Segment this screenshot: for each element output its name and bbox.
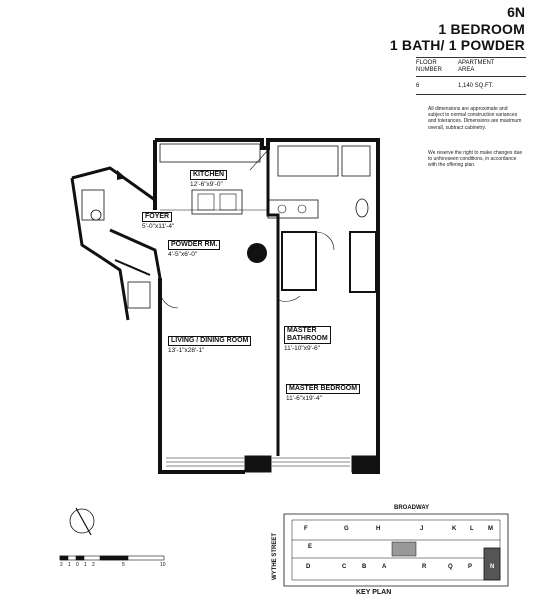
kitchen-sink (219, 193, 237, 211)
kitchen-angle (249, 149, 269, 171)
key-plan-street-top: BROADWAY (394, 505, 430, 511)
dimension-note: All dimensions are approximate and subje… (428, 106, 522, 131)
bath-toilet (355, 198, 369, 218)
key-plan-core (391, 541, 417, 557)
changes-note: We reserve the right to make changes due… (428, 150, 523, 169)
bath-count: 1 BATH/ 1 POWDER (389, 37, 525, 53)
foyer-wall-lower (70, 177, 103, 260)
room-foyer: FOYER 5'-0"x11'-4" (142, 212, 175, 230)
door-swing-entry (159, 289, 179, 309)
scale-bar (59, 555, 165, 561)
partition-wall (266, 140, 280, 300)
windows-living (166, 457, 244, 467)
kitchen-counter (159, 143, 261, 163)
kitchen-cooktop (197, 193, 215, 211)
key-plan (283, 513, 509, 587)
column-east (351, 455, 379, 473)
floor-number-value: 6 (416, 83, 420, 89)
key-plan-highlight (483, 547, 501, 581)
title-block: 6N 1 BEDROOM 1 BATH/ 1 POWDER (390, 4, 525, 53)
bedroom-count: 1 BEDROOM (438, 21, 525, 37)
door-swing-bath (277, 295, 301, 302)
powder-wall (101, 256, 130, 321)
info-rule-bottom (416, 94, 526, 95)
entry-wall (109, 228, 162, 279)
apartment-area-header: APARTMENT AREA 1,140 SQ.FT. (458, 60, 495, 89)
key-plan-unit-mid: E (308, 544, 313, 550)
room-powder: POWDER RM. 4'-5"x6'-0" (168, 240, 221, 259)
apartment-area-value: 1,140 SQ.FT. (458, 83, 494, 89)
closet (127, 281, 151, 309)
floor-number-header: FLOOR NUMBER 6 (416, 60, 443, 89)
closet-bath (281, 231, 317, 291)
info-rule-mid (416, 76, 526, 77)
entry-wall-2 (114, 259, 151, 276)
structural-column (247, 243, 267, 263)
vanity-sink-1 (277, 204, 287, 214)
vanity-sink-2 (297, 204, 307, 214)
powder-toilet (81, 189, 105, 221)
closet-bedroom (349, 231, 377, 293)
column (244, 455, 272, 473)
room-kitchen: KITCHEN 12'-6"x9'-0" (190, 170, 228, 189)
vanity (267, 199, 319, 219)
foyer-wall (71, 166, 156, 202)
entry-arrow (117, 170, 126, 180)
room-living-dining: LIVING / DINING ROOM 13'-1"x28'-1" (168, 336, 252, 355)
bathtub (277, 145, 339, 177)
north-arrow (69, 507, 95, 536)
door-swing-closet (315, 231, 335, 251)
key-plan-title: KEY PLAN (356, 589, 392, 596)
kitchen-island (191, 189, 243, 215)
room-master-bedroom: MASTER BEDROOM 11'-6"x19'-4" (286, 384, 361, 403)
key-plan-street-side: WYTHE STREET (272, 532, 278, 580)
shower (341, 145, 371, 177)
outer-wall-living-west (158, 278, 245, 474)
unit-number: 6N (507, 4, 525, 20)
windows-bedroom (272, 457, 350, 467)
info-rule-top (416, 57, 526, 58)
powder-sink (90, 209, 102, 221)
